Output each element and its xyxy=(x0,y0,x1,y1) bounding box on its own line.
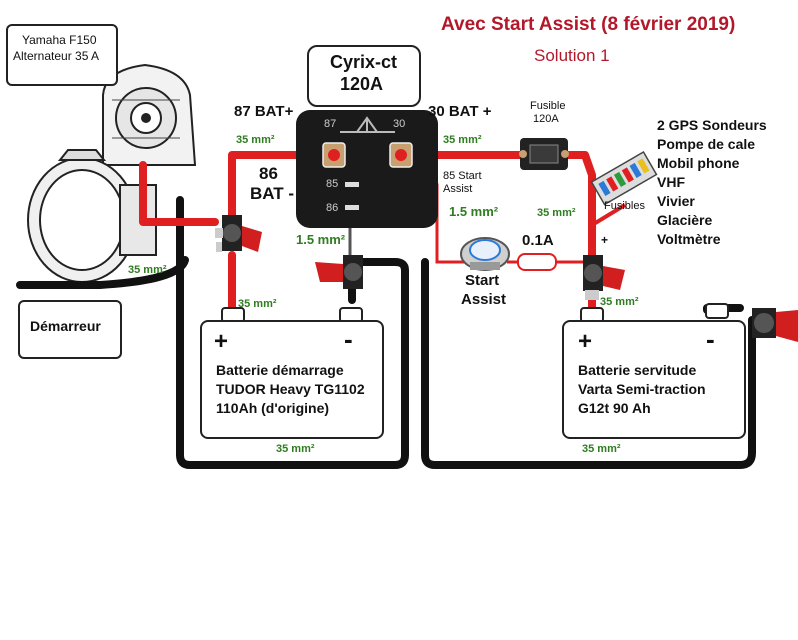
gauge-battery-service: 35 mm² xyxy=(600,296,639,308)
switch-3 xyxy=(583,255,625,300)
relay-term-85: 85 xyxy=(326,178,339,190)
fuse-main-line2: 120A xyxy=(533,113,559,125)
small-fuse xyxy=(517,253,557,271)
battery-terminals xyxy=(221,303,729,323)
load-list: 2 GPS Sondeurs Pompe de cale Mobil phone… xyxy=(657,116,767,249)
relay-name-line2: 120A xyxy=(340,74,384,94)
load-item: 2 GPS Sondeurs xyxy=(657,117,767,133)
starter-motor-drawing xyxy=(27,149,157,283)
label-bat-minus: BAT - xyxy=(250,184,295,203)
starter-label: Démarreur xyxy=(30,318,101,334)
battery-service-plus: + xyxy=(578,328,593,355)
label-87-bat-plus: 87 BAT+ xyxy=(234,103,294,120)
gauge-85: 1.5 mm² xyxy=(449,204,499,219)
gauge-alternator: 35 mm² xyxy=(128,264,167,276)
alternator-drawing xyxy=(102,63,197,166)
battery-start-line3: 110Ah (d'origine) xyxy=(216,400,330,416)
label-85-start-line1: 85 Start xyxy=(443,170,482,182)
fuse-block xyxy=(590,150,658,206)
label-85-start-line2: Assist xyxy=(443,183,473,195)
main-fuse xyxy=(519,138,569,170)
load-item: Mobil phone xyxy=(657,155,740,171)
gauge-battery-start: 35 mm² xyxy=(238,298,277,310)
gauge-30: 35 mm² xyxy=(443,134,482,146)
relay-term-30: 30 xyxy=(393,118,406,130)
battery-start xyxy=(200,320,384,439)
fuse-small-label: 0.1A xyxy=(522,232,554,249)
switch-1 xyxy=(215,215,262,252)
switch-4 xyxy=(752,308,798,342)
label-30-bat-plus: 30 BAT + xyxy=(428,103,492,120)
load-wire xyxy=(590,203,627,240)
load-item: VHF xyxy=(657,174,685,190)
battery-start-minus: - xyxy=(344,324,353,354)
battery-service-line1: Batterie servitude xyxy=(578,362,697,378)
relay-body xyxy=(296,110,438,228)
diagram-title: Avec Start Assist (8 février 2019) xyxy=(441,14,736,35)
start-assist-line2: Assist xyxy=(461,291,507,308)
relay-name-box xyxy=(307,45,421,107)
gauge-fuse: 35 mm² xyxy=(537,207,576,219)
fuse-block-label: Fusibles xyxy=(604,200,645,212)
switch-2 xyxy=(315,255,363,289)
battery-service-line2: Varta Semi-traction xyxy=(578,381,706,397)
battery-start-line1: Batterie démarrage xyxy=(216,362,344,378)
starter-label-box xyxy=(18,300,122,359)
label-86: 86 xyxy=(259,164,278,183)
alternator-label-box xyxy=(6,24,118,86)
relay-name-line1: Cyrix-ct xyxy=(330,52,398,72)
gauge-87: 35 mm² xyxy=(236,134,275,146)
relay-term-87: 87 xyxy=(324,118,337,130)
load-item: Vivier xyxy=(657,193,695,209)
battery-service-minus: - xyxy=(706,324,715,354)
relay-term-86: 86 xyxy=(326,202,339,214)
gauge-bottom-right: 35 mm² xyxy=(582,443,621,455)
battery-service-line3: G12t 90 Ah xyxy=(578,400,651,416)
plus-sign: + xyxy=(601,233,609,247)
battery-start-plus: + xyxy=(214,328,229,355)
start-assist-button-drawing xyxy=(460,237,510,271)
start-assist-line1: Start xyxy=(465,272,500,289)
fuse-main-line1: Fusible xyxy=(530,100,566,112)
alternator-label-line2: Alternateur 35 A xyxy=(13,49,100,63)
load-item: Glacière xyxy=(657,212,713,228)
gauge-bottom-left: 35 mm² xyxy=(276,443,315,455)
battery-start-line2: TUDOR Heavy TG1102 xyxy=(216,381,365,397)
gauge-86: 1.5 mm² xyxy=(296,232,346,247)
battery-service xyxy=(562,320,746,439)
load-item: Pompe de cale xyxy=(657,136,756,152)
load-item: Voltmètre xyxy=(657,231,721,247)
diagram-subtitle: Solution 1 xyxy=(534,46,610,65)
alternator-label-line1: Yamaha F150 xyxy=(22,33,97,47)
